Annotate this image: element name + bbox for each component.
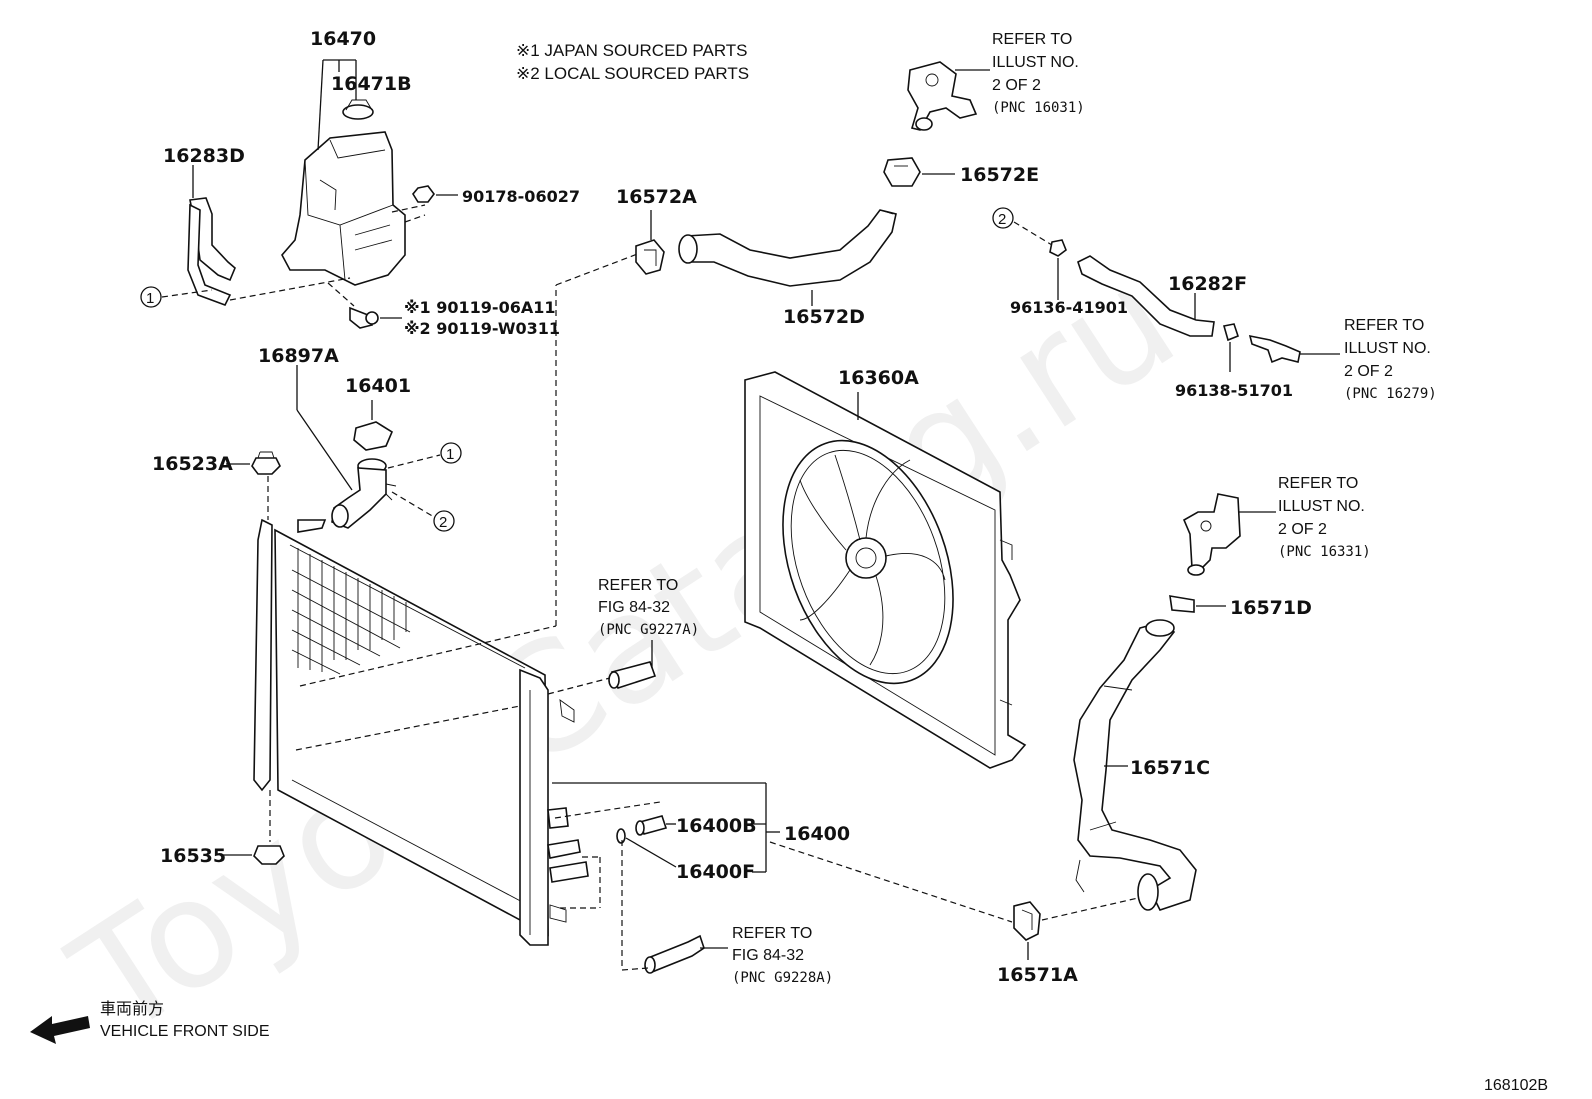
drain-plug-16400B-illustration bbox=[635, 815, 668, 836]
ref-16031-line2: ILLUST NO. bbox=[992, 54, 1079, 71]
ref-g9227a-line3: (PNC G9227A) bbox=[598, 622, 699, 638]
ref-16279-line3: 2 OF 2 bbox=[1344, 363, 1393, 380]
part-16282F[interactable]: 16282F bbox=[1168, 273, 1247, 295]
part-96138-51701[interactable]: 96138-51701 bbox=[1175, 381, 1293, 400]
cap-16401-illustration bbox=[353, 421, 394, 451]
ref-16279-line4: (PNC 16279) bbox=[1344, 386, 1437, 402]
ref-16031-line3: 2 OF 2 bbox=[992, 77, 1041, 94]
callout-circle-2b bbox=[992, 207, 1014, 229]
part-16535[interactable]: 16535 bbox=[160, 845, 226, 867]
reservoir-tank-illustration bbox=[281, 99, 406, 286]
ref-g9227a-line1: REFER TO bbox=[598, 577, 678, 594]
part-16401[interactable]: 16401 bbox=[345, 375, 411, 397]
hose-g9228a-illustration bbox=[644, 934, 705, 974]
pipe-pnc16279-illustration bbox=[1248, 334, 1301, 364]
hose-16572D-illustration bbox=[678, 209, 897, 287]
ref-g9228a-line2: FIG 84-32 bbox=[732, 947, 804, 964]
ref-g9228a-line3: (PNC G9228A) bbox=[732, 970, 833, 986]
hose-16283D-illustration bbox=[187, 197, 236, 306]
illustration-number: 168102B bbox=[1484, 1077, 1548, 1094]
fan-shroud-16360A-illustration bbox=[744, 371, 1027, 769]
callout-circle-2a bbox=[433, 510, 455, 532]
ref-16331-line2: ILLUST NO. bbox=[1278, 498, 1365, 515]
front-label-jp: 車両前方 bbox=[100, 1000, 164, 1018]
part-90119-W0311[interactable]: ※2 90119-W0311 bbox=[404, 319, 560, 338]
callout-2a-label: 2 bbox=[439, 514, 447, 531]
part-96136-41901[interactable]: 96136-41901 bbox=[1010, 298, 1128, 317]
part-16571A[interactable]: 16571A bbox=[997, 964, 1078, 986]
clip-90178-illustration bbox=[412, 185, 435, 203]
part-16571D[interactable]: 16571D bbox=[1230, 597, 1312, 619]
part-16571C[interactable]: 16571C bbox=[1130, 757, 1210, 779]
ref-16279-line2: ILLUST NO. bbox=[1344, 340, 1431, 357]
hose-g9227a-illustration bbox=[608, 661, 657, 689]
part-16572D[interactable]: 16572D bbox=[783, 306, 865, 328]
radiator-16400-illustration bbox=[253, 518, 589, 946]
housing-pnc16331-illustration bbox=[1182, 493, 1241, 576]
hose-16571C-illustration bbox=[1073, 619, 1197, 911]
bolt-90119-illustration bbox=[349, 306, 379, 329]
callout-circle-1b bbox=[440, 442, 462, 464]
part-16523A[interactable]: 16523A bbox=[152, 453, 233, 475]
mount-16535-illustration bbox=[253, 845, 285, 865]
part-16360A[interactable]: 16360A bbox=[838, 367, 919, 389]
callout-1a-label: 1 bbox=[146, 290, 154, 307]
part-90119-06A11[interactable]: ※1 90119-06A11 bbox=[404, 298, 555, 317]
watermark-text: ToyotaCatalog.ru bbox=[44, 233, 1204, 1071]
callout-2b-label: 2 bbox=[998, 211, 1006, 228]
part-16572E[interactable]: 16572E bbox=[960, 164, 1039, 186]
ref-16031-line4: (PNC 16031) bbox=[992, 100, 1085, 116]
mount-16523A-illustration bbox=[251, 451, 281, 475]
note-local-sourced: ※2 LOCAL SOURCED PARTS bbox=[516, 64, 749, 83]
part-16572A[interactable]: 16572A bbox=[616, 186, 697, 208]
part-16897A[interactable]: 16897A bbox=[258, 345, 339, 367]
gasket-16571D-illustration bbox=[1169, 595, 1195, 613]
ref-g9227a-line2: FIG 84-32 bbox=[598, 599, 670, 616]
ref-16331-line3: 2 OF 2 bbox=[1278, 521, 1327, 538]
ref-16331-line4: (PNC 16331) bbox=[1278, 544, 1371, 560]
part-16471B[interactable]: 16471B bbox=[331, 73, 412, 95]
clip-96138-illustration bbox=[1222, 323, 1239, 342]
ref-16331-line1: REFER TO bbox=[1278, 475, 1358, 492]
callout-circle-1a bbox=[140, 286, 162, 308]
front-label-en: VEHICLE FRONT SIDE bbox=[100, 1023, 270, 1040]
part-16400B[interactable]: 16400B bbox=[676, 815, 757, 837]
clip-96136-illustration bbox=[1049, 239, 1067, 257]
front-arrow-icon bbox=[30, 1016, 90, 1044]
inlet-pipe-16897A-illustration bbox=[331, 458, 397, 529]
callout-1b-label: 1 bbox=[446, 446, 454, 463]
clamp-16571A-illustration bbox=[1013, 901, 1041, 941]
ref-16031-line1: REFER TO bbox=[992, 31, 1072, 48]
part-16470[interactable]: 16470 bbox=[310, 28, 376, 50]
clamp-16572E-illustration bbox=[883, 157, 921, 187]
ref-16279-line1: REFER TO bbox=[1344, 317, 1424, 334]
ref-g9228a-line1: REFER TO bbox=[732, 925, 812, 942]
note-japan-sourced: ※1 JAPAN SOURCED PARTS bbox=[516, 41, 748, 60]
hose-16282F-illustration bbox=[1077, 255, 1215, 337]
gasket-16400F-illustration bbox=[616, 828, 626, 844]
clamp-16572A-illustration bbox=[635, 239, 665, 275]
part-16400[interactable]: 16400 bbox=[784, 823, 850, 845]
part-16400F[interactable]: 16400F bbox=[676, 861, 755, 883]
outlet-pnc16031-illustration bbox=[907, 61, 978, 131]
part-90178-06027[interactable]: 90178-06027 bbox=[462, 187, 580, 206]
part-16283D[interactable]: 16283D bbox=[163, 145, 245, 167]
